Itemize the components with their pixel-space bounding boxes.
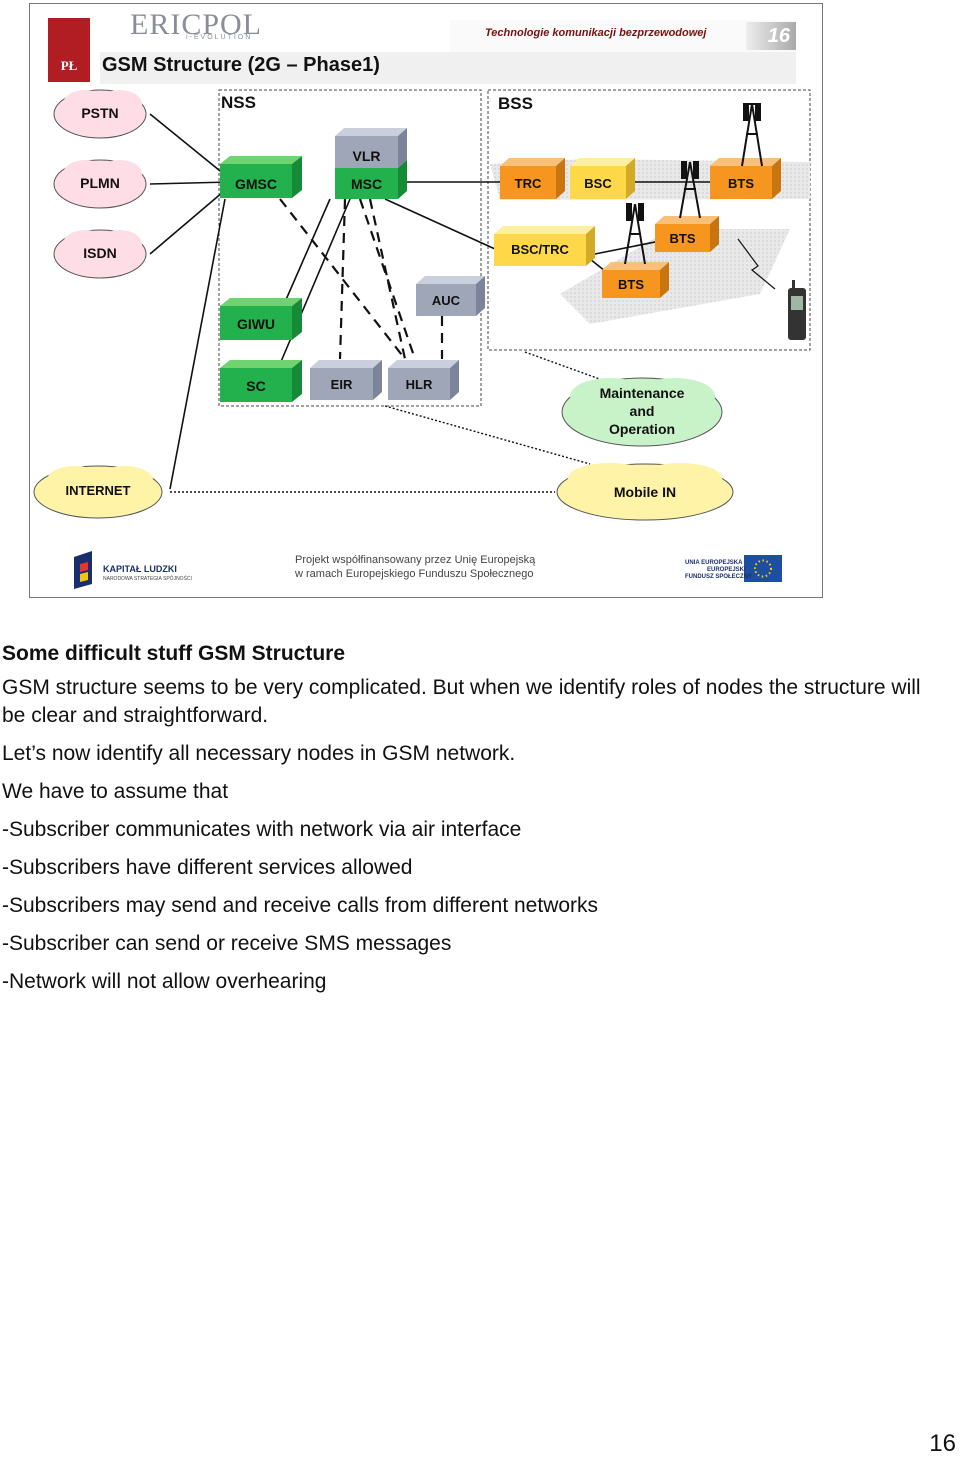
article-paragraph: -Network will not allow overhearing <box>2 970 327 993</box>
kapital-ludzki-logo <box>74 551 92 589</box>
bts-low-node-shape <box>602 262 669 298</box>
giwu-node-shape <box>220 298 302 340</box>
eu-social-fund-label: UNIA EUROPEJSKA EUROPEJSKI FUNDUSZ SPOŁE… <box>685 560 753 580</box>
cofinancing-note: Projekt współfinansowany przez Unię Euro… <box>295 553 545 581</box>
hlr-node: HLR <box>405 377 433 392</box>
pstn-cloud-shape <box>53 89 147 139</box>
article-paragraph: -Subscriber can send or receive SMS mess… <box>2 932 452 955</box>
article-paragraph: We have to assume that <box>2 780 229 803</box>
eir-node-shape <box>310 360 382 400</box>
gmsc-node: GMSC <box>235 176 277 192</box>
radio-link-icon <box>737 238 776 290</box>
cofinancing-line: w ramach Europejskiego Funduszu Społeczn… <box>295 568 534 580</box>
bts-node: BTS <box>669 231 696 246</box>
antenna-tower-icon <box>679 161 701 219</box>
page-number: 16 <box>929 1430 956 1457</box>
plmn-cloud-shape <box>53 159 147 209</box>
isdn-cloud-shape <box>53 229 147 279</box>
eir-node: EIR <box>330 377 353 392</box>
bts-node: BTS <box>618 277 644 292</box>
bts-mid-node-shape <box>655 216 719 252</box>
bss-ground-bottom <box>560 229 790 324</box>
ericpol-logo: ERICPOL <box>130 8 263 41</box>
connection-lines <box>149 113 710 490</box>
antenna-tower-icon <box>624 203 646 265</box>
isdn-cloud: ISDN <box>83 245 117 261</box>
presentation-slide: PŁ ERICPOL i-EVOLUTION Technologie komun… <box>29 3 823 598</box>
article-paragraph: Let’s now identify all necessary nodes i… <box>2 742 516 765</box>
gsm-diagram <box>33 20 811 589</box>
maintenance-cloud: Maintenance and Operation <box>599 385 685 437</box>
bsc-trc-node: BSC/TRC <box>511 242 569 257</box>
header-band <box>450 20 796 52</box>
title-band <box>100 52 796 84</box>
vlr-node-shape <box>335 128 407 168</box>
plmn-cloud: PLMN <box>80 175 120 191</box>
gmsc-node-shape <box>220 156 302 198</box>
nss-label: NSS <box>221 93 256 112</box>
cofinancing-line: Projekt współfinansowany przez Unię Euro… <box>295 554 536 566</box>
slide-title: GSM Structure (2G – Phase1) <box>102 54 380 76</box>
vlr-node: VLR <box>352 148 381 164</box>
kapital-ludzki-subtitle: NARODOWA STRATEGIA SPÓJNOŚCI <box>103 576 192 582</box>
university-crest-logo: PŁ <box>48 18 90 82</box>
bss-box <box>487 89 811 351</box>
hlr-node-shape <box>388 360 459 400</box>
internet-cloud-shape <box>33 465 163 519</box>
maintenance-cloud-shape <box>561 377 723 447</box>
mobile-phone-icon <box>788 280 806 340</box>
article-heading: Some difficult stuff GSM Structure <box>2 642 346 665</box>
ericpol-tagline: i-EVOLUTION <box>186 34 253 41</box>
sc-node: SC <box>246 378 266 394</box>
nss-box <box>218 89 482 407</box>
eu-flag-icon <box>744 555 782 582</box>
article-paragraph: -Subscribers may send and receive calls … <box>2 894 599 917</box>
msc-node-shape <box>335 160 407 199</box>
article-paragraph: -Subscriber communicates with network vi… <box>2 818 522 841</box>
pstn-cloud: PSTN <box>81 105 119 121</box>
mobile-in-cloud-shape <box>556 463 734 521</box>
sc-node-shape <box>220 360 302 402</box>
bsc-node: BSC <box>584 176 612 191</box>
bsc-node-shape <box>570 158 635 199</box>
article-paragraph: GSM structure seems to be very complicat… <box>2 676 921 727</box>
bts-node: BTS <box>728 176 754 191</box>
auc-node-shape <box>416 276 485 316</box>
antenna-tower-icon <box>741 103 763 167</box>
msc-node: MSC <box>350 176 383 192</box>
giwu-node: GIWU <box>236 316 276 332</box>
internet-cloud: INTERNET <box>65 483 131 498</box>
trc-node-shape <box>500 158 565 199</box>
mobile-in-cloud: Mobile IN <box>613 484 677 500</box>
bss-label: BSS <box>498 94 533 113</box>
bts-top-node-shape <box>710 158 781 199</box>
header-course-title: Technologie komunikacji bezprzewodowej <box>485 27 707 39</box>
signalling-lines <box>279 198 444 360</box>
article-body: Some difficult stuff GSM Structure GSM s… <box>2 642 942 1006</box>
bsc-trc-node-shape <box>494 226 595 266</box>
article-paragraph: -Subscribers have different services all… <box>2 856 413 879</box>
kapital-ludzki-title: KAPITAŁ LUDZKI <box>103 564 177 574</box>
trc-node: TRC <box>514 176 542 191</box>
auc-node: AUC <box>431 293 461 308</box>
slide-page-badge: 16 <box>746 22 796 50</box>
